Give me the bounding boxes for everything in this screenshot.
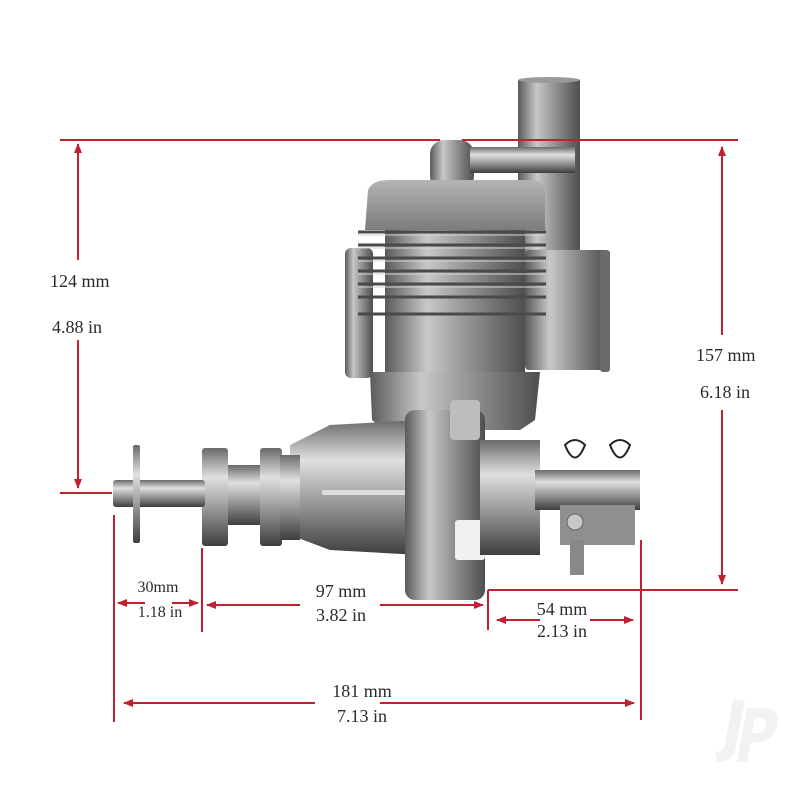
cylinder-barrel (385, 230, 525, 380)
rear-length-mm-label: 54 mm (536, 599, 588, 619)
rear-length-in-label: 2.13 in (536, 621, 588, 641)
prop-shaft (113, 480, 205, 507)
prop-shaft-mm-label: 30mm (137, 579, 179, 596)
height-total-mm-label: 157 mm (696, 345, 756, 365)
engine-illustration (113, 77, 640, 600)
height-cyl-in-label: 4.88 in (52, 317, 103, 337)
height-total-in-label: 6.18 in (700, 382, 751, 402)
cylinder-head (365, 180, 545, 230)
body-length-in-label: 3.82 in (315, 605, 367, 625)
crankcase (290, 420, 420, 555)
body-length-mm-label: 97 mm (315, 581, 367, 601)
dimension-lines (60, 139, 738, 722)
jp-logo-watermark (715, 700, 778, 762)
total-length-mm-label: 181 mm (332, 681, 392, 701)
height-cyl-mm-label: 124 mm (50, 271, 110, 291)
total-length-in-label: 7.13 in (336, 706, 388, 726)
prop-shaft-in-label: 1.18 in (137, 604, 183, 621)
